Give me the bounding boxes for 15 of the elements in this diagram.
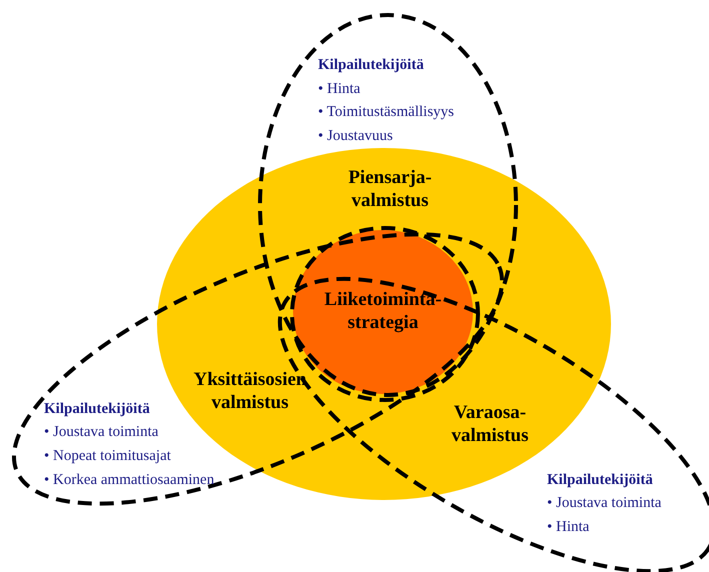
segment-label: Piensarja-valmistus [347,167,433,213]
bullet-item: • Nopeat toimitusajat [44,447,171,465]
bullet-item: • Korkea ammattiosaaminen [44,471,214,489]
factors-heading: Kilpailutekijöitä [547,471,653,489]
factors-heading: Kilpailutekijöitä [44,400,150,418]
bullet-item: • Joustava toiminta [44,423,158,441]
bullet-item: • Hinta [547,518,590,536]
bullet-item: • Joustavuus [318,127,393,145]
factors-heading: Kilpailutekijöitä [318,56,424,74]
bullet-item: • Toimitustäsmällisyys [318,103,454,121]
segment-label: Varaosa-valmistus [450,402,530,448]
strategy-label: Liiketoiminta-strategia [323,289,443,335]
segment-label: Yksittäisosien valmistus [192,369,308,415]
bullet-item: • Joustava toiminta [547,494,662,512]
bullet-item: • Hinta [318,80,360,98]
